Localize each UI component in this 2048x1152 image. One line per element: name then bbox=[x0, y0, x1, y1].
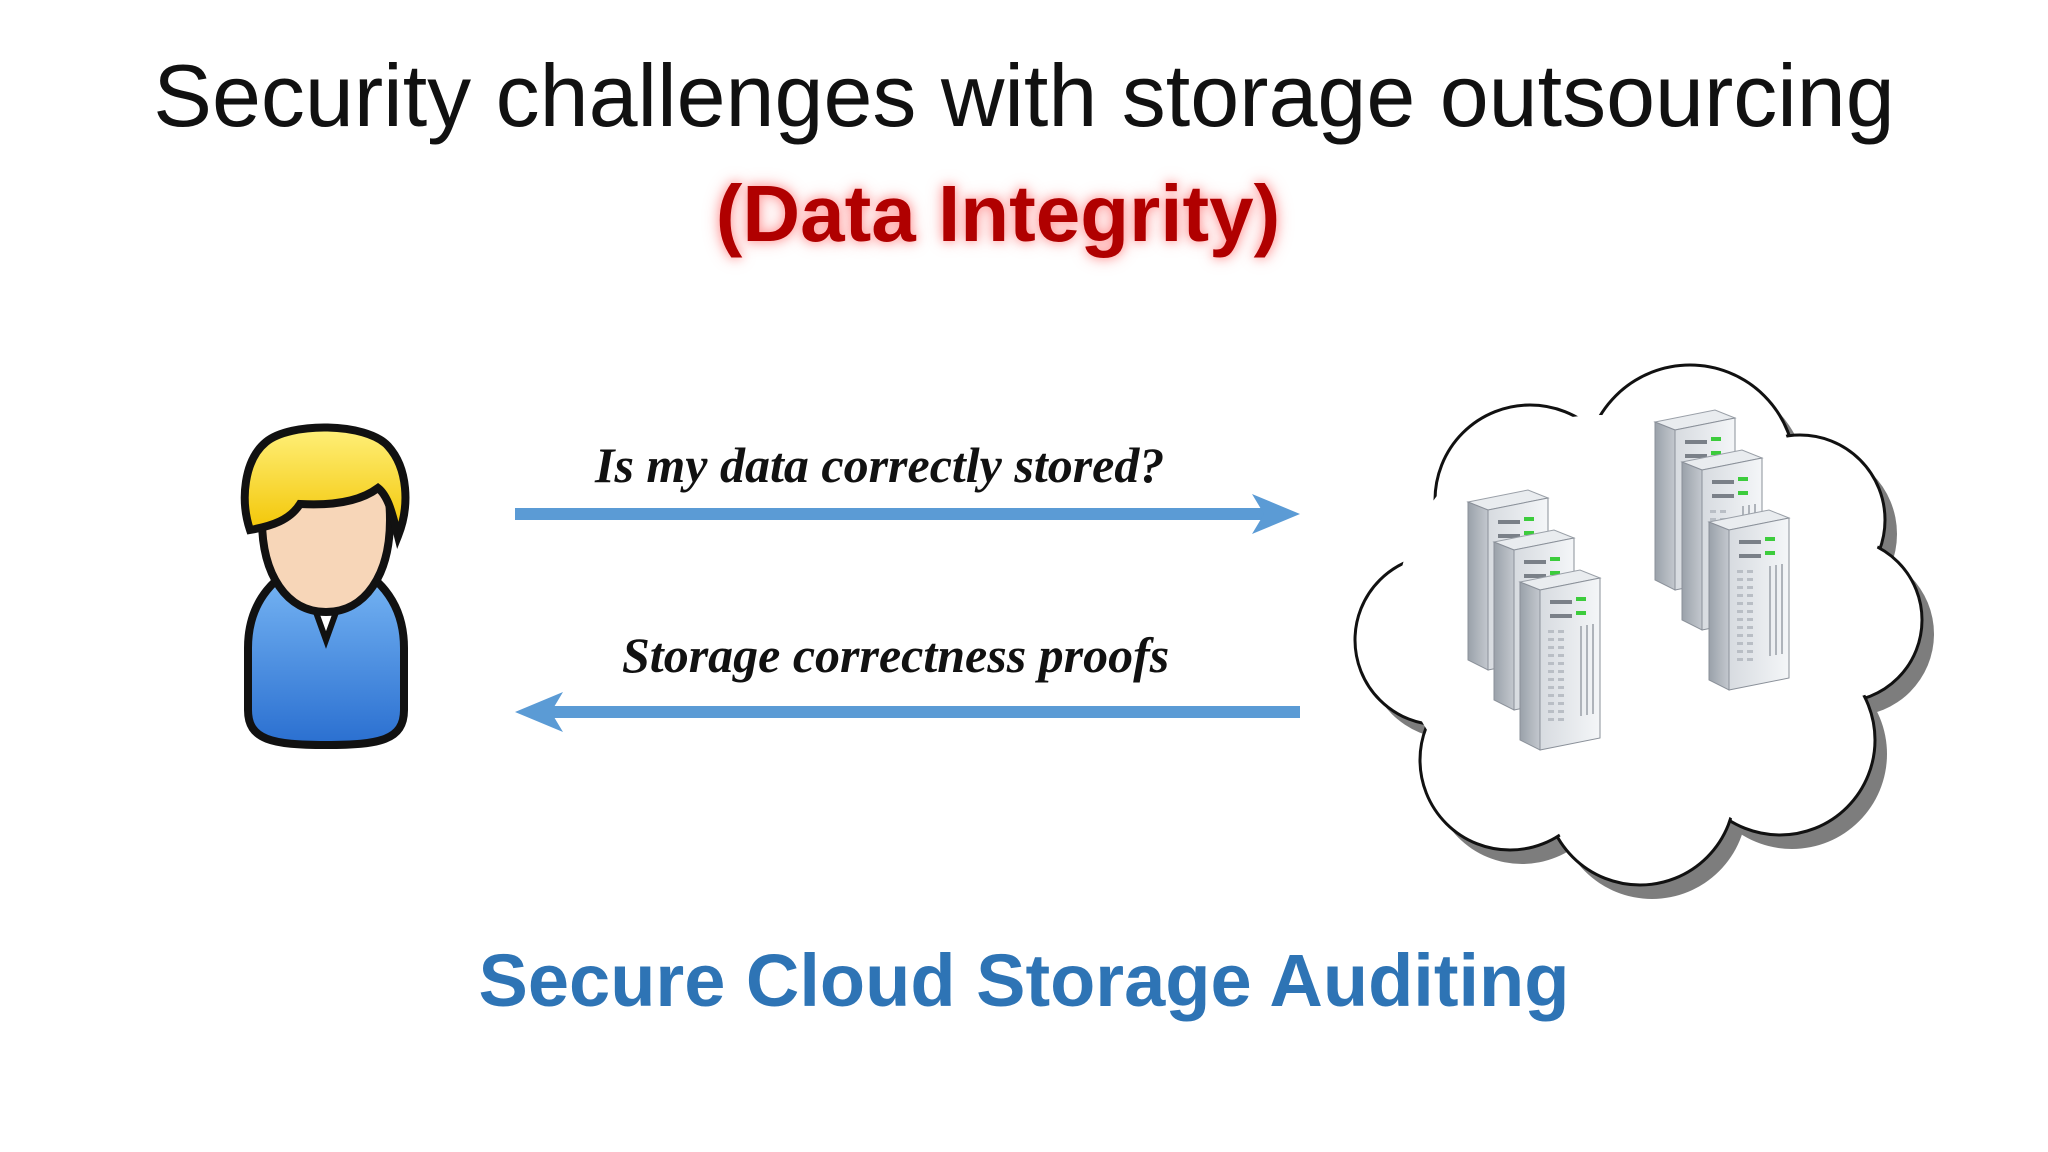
slide-title: Security challenges with storage outsour… bbox=[153, 46, 1895, 145]
response-label: Storage correctness proofs bbox=[622, 627, 1170, 683]
slide-subtitle: (Data Integrity) bbox=[715, 169, 1281, 258]
response-arrow bbox=[515, 692, 1300, 732]
request-label: Is my data correctly stored? bbox=[595, 437, 1165, 493]
cloud-server-icon bbox=[1353, 363, 1934, 899]
footer-title: Secure Cloud Storage Auditing bbox=[478, 939, 1570, 1022]
person-icon bbox=[240, 423, 410, 750]
request-arrow bbox=[515, 494, 1300, 534]
